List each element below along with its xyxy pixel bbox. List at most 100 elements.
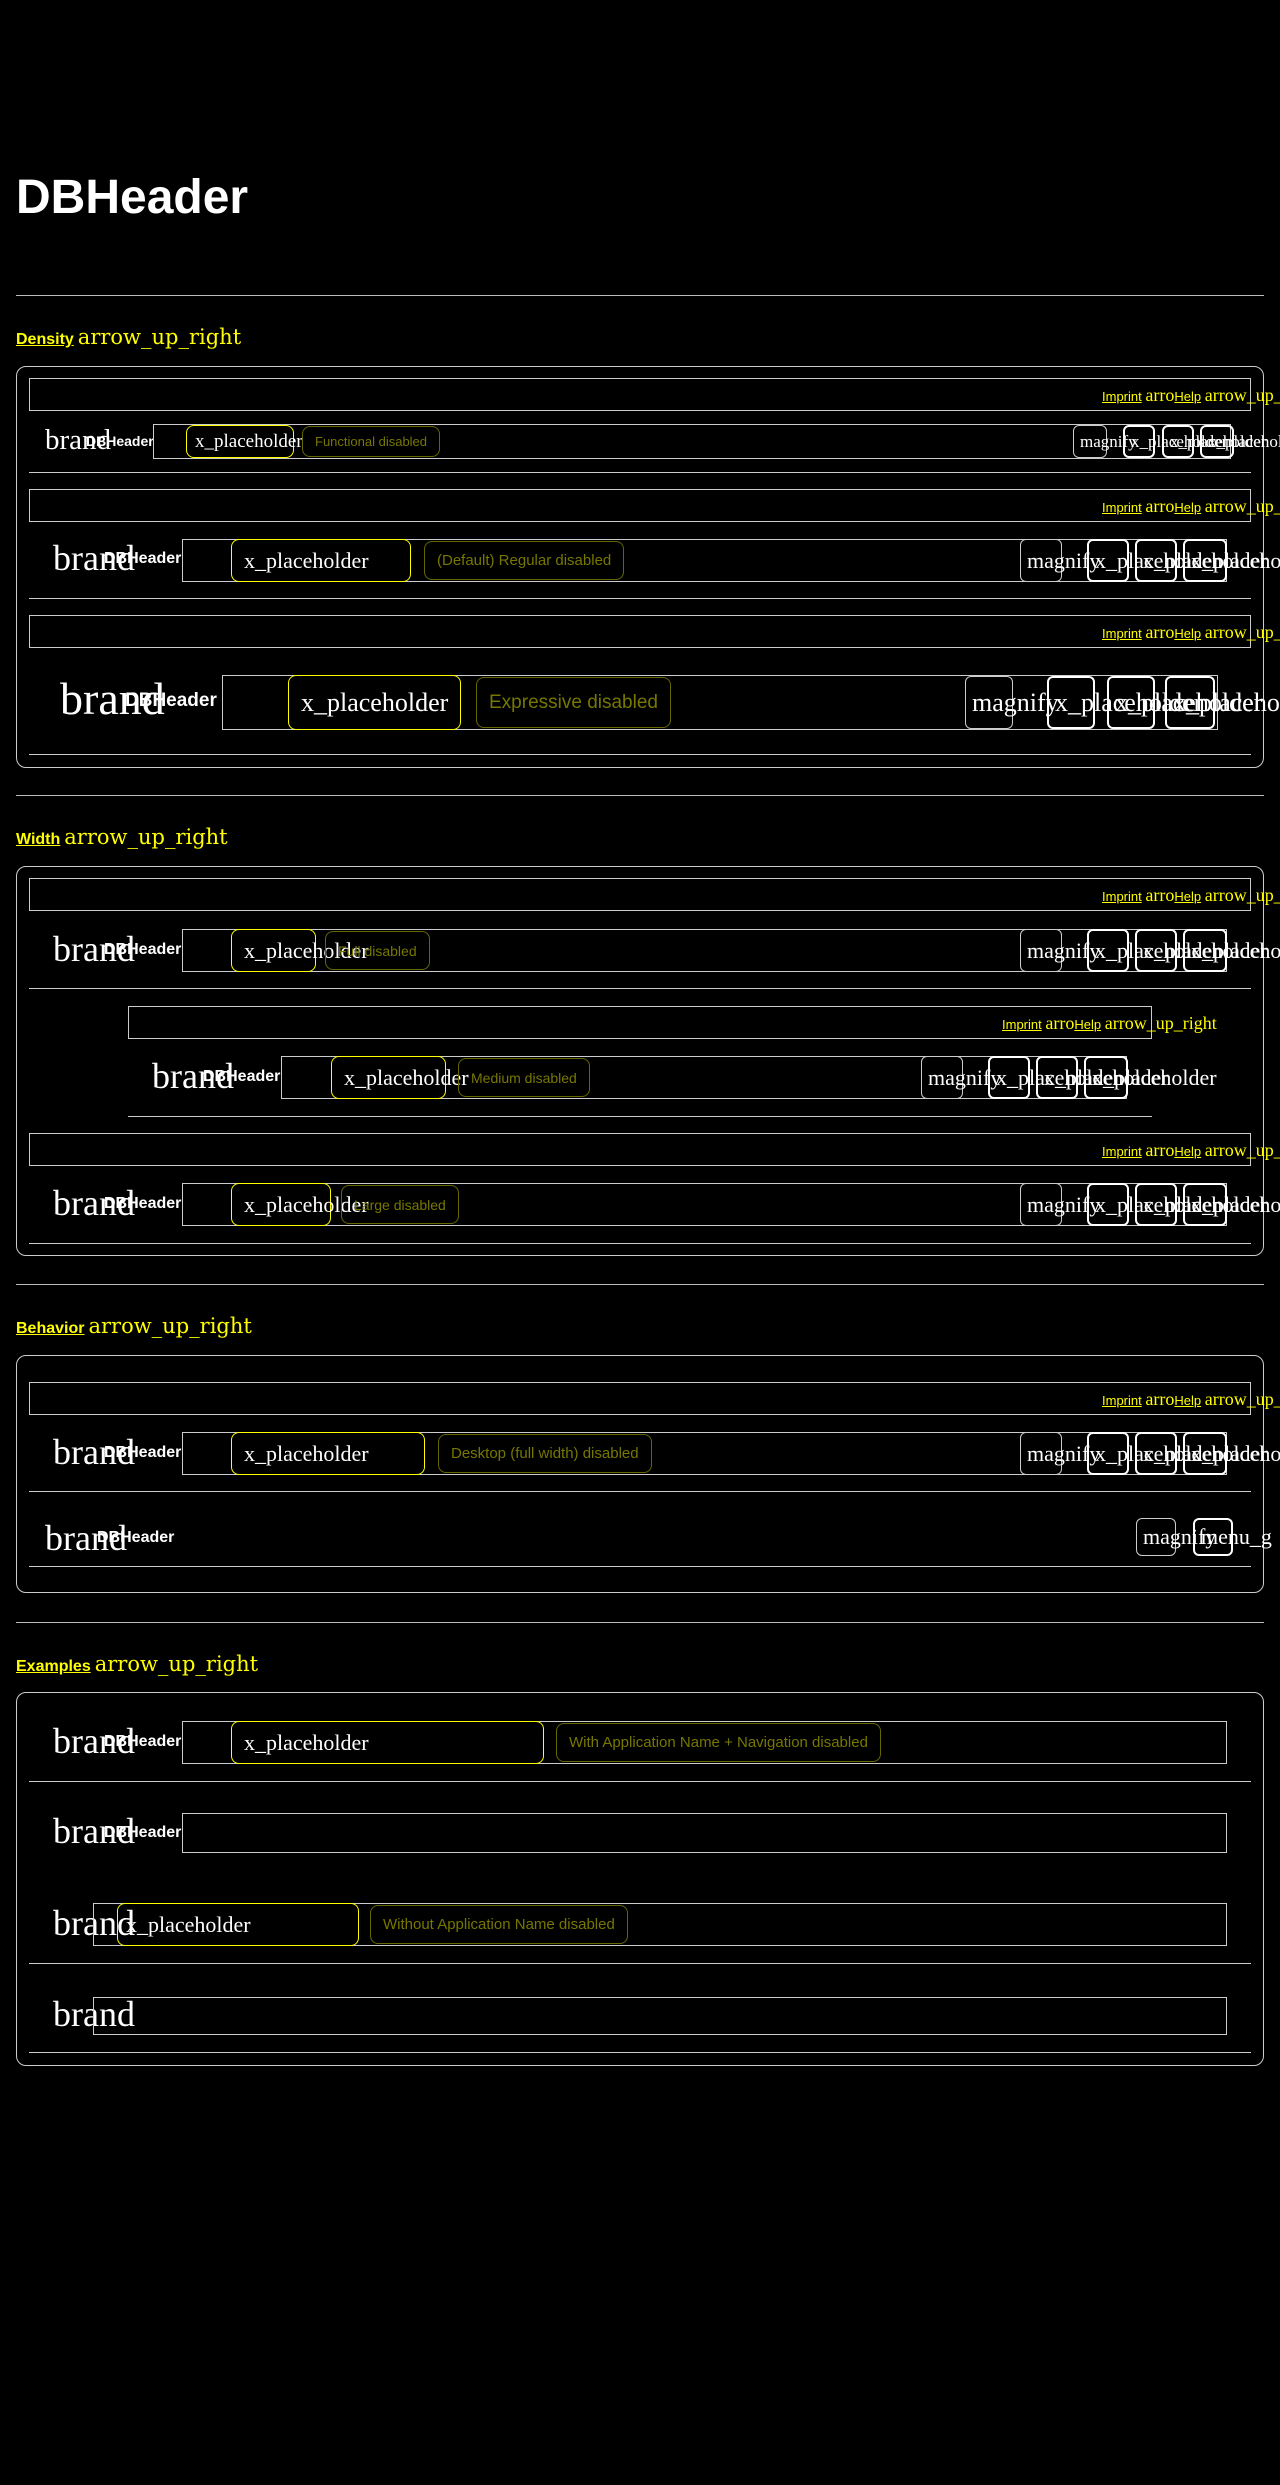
help-link[interactable]: Help [1174, 1393, 1202, 1408]
help-link[interactable]: Help [1174, 889, 1202, 904]
help-link[interactable]: Help [1174, 626, 1202, 641]
placeholder-icon-button[interactable]: x_placeholder [1087, 1432, 1220, 1475]
brand-logo[interactable]: brand [53, 1721, 135, 1761]
meta-navigation-bar [29, 1382, 1251, 1415]
placeholder-icon: x_placeholder [244, 547, 369, 573]
search-icon[interactable]: magnify [1073, 425, 1137, 458]
search-icon[interactable]: magnify [1020, 539, 1100, 582]
brand-logo[interactable]: brand [53, 538, 135, 578]
header-separator [29, 1963, 1251, 1964]
search-icon[interactable]: magnify [1020, 1432, 1100, 1475]
search-icon[interactable]: magnify [1020, 929, 1100, 972]
header-separator [29, 1243, 1251, 1244]
nav-item-disabled: Expressive disabled [476, 677, 671, 728]
header-separator [29, 1781, 1251, 1782]
placeholder-icon-button[interactable]: x_placeholder [1162, 425, 1266, 458]
arrow-up-right-icon: arrow_up_right [1104, 1013, 1217, 1033]
navigation-area [153, 424, 1231, 459]
placeholder-icon-button[interactable]: x_placeholder [1123, 425, 1227, 458]
nav-item-selected[interactable]: x_placeholder [231, 1432, 425, 1475]
density-link[interactable]: Density [16, 331, 74, 348]
placeholder-icon-button[interactable]: x_placeholder [1084, 1056, 1217, 1099]
search-icon[interactable]: magnify [1136, 1518, 1216, 1556]
search-icon[interactable]: magnify [1020, 1183, 1100, 1226]
arrow-up-right-icon: arro [1145, 1140, 1175, 1160]
imprint-link[interactable]: Imprint [1102, 389, 1142, 404]
nav-item-selected[interactable]: x_placeholder [288, 675, 461, 730]
placeholder-icon-button[interactable]: x_placeholder [1135, 1183, 1268, 1226]
placeholder-icon-button[interactable]: x_placeholder [1135, 539, 1268, 582]
nav-item-selected[interactable]: x_placeholder [331, 1056, 469, 1099]
search-icon[interactable]: magnify [965, 676, 1059, 729]
behavior-panel [16, 1355, 1264, 1593]
divider [16, 1622, 1264, 1623]
placeholder-icon-button[interactable]: x_placeholder [1135, 929, 1268, 972]
nav-item-disabled: Full disabled [325, 931, 430, 970]
placeholder-icon-button[interactable]: x_placeholder [1036, 1056, 1169, 1099]
imprint-link[interactable]: Imprint [1102, 1144, 1142, 1159]
imprint-link[interactable]: Imprint [1102, 1393, 1142, 1408]
header-label: DBHeader [104, 1733, 182, 1750]
placeholder-icon-button[interactable]: x_placeholder [1183, 929, 1280, 972]
help-link[interactable]: Help [1074, 1017, 1102, 1032]
meta-navigation-bar [29, 615, 1251, 648]
placeholder-icon-button[interactable]: x_placeholder [1087, 539, 1220, 582]
density-panel [16, 366, 1264, 768]
header-separator [29, 598, 1251, 599]
brand-logo[interactable]: brand [53, 1432, 135, 1472]
search-icon[interactable]: magnify [921, 1056, 1001, 1099]
placeholder-icon-button[interactable]: x_placeholder [1087, 1183, 1220, 1226]
imprint-link[interactable]: Imprint [1002, 1017, 1042, 1032]
page-title: DBHeader [16, 171, 249, 224]
help-link[interactable]: Help [1174, 1144, 1202, 1159]
arrow-up-right-icon: arrow_up_right [88, 1314, 252, 1338]
nav-item-selected[interactable]: x_placeholder [231, 1183, 369, 1226]
meta-links: Imprint arroHelp arrow_up_right [1002, 1013, 1217, 1034]
help-link[interactable]: Help [1174, 389, 1202, 404]
placeholder-icon: x_placeholder [244, 937, 369, 963]
behavior-link[interactable]: Behavior [16, 1320, 85, 1337]
nav-item-selected[interactable]: x_placeholder [231, 539, 411, 582]
arrow-up-right-icon: arro [1145, 385, 1175, 405]
brand-logo[interactable]: brand [53, 1811, 135, 1851]
imprint-link[interactable]: Imprint [1102, 500, 1142, 515]
nav-item-selected[interactable]: x_placeholder [231, 929, 369, 972]
brand-logo[interactable]: brand [60, 673, 165, 724]
nav-item-selected[interactable]: x_placeholder [231, 1721, 544, 1764]
imprint-link[interactable]: Imprint [1102, 889, 1142, 904]
placeholder-icon-button[interactable]: x_placeholder [1047, 676, 1202, 729]
brand-logo[interactable]: brand [45, 1518, 127, 1558]
placeholder-icon-button[interactable]: x_placeholder [1135, 1432, 1268, 1475]
width-link[interactable]: Width [16, 831, 61, 848]
width-panel [16, 866, 1264, 1256]
placeholder-icon-button[interactable]: x_placeholder [988, 1056, 1121, 1099]
brand-logo[interactable]: brand [152, 1056, 234, 1096]
arrow-up-right-icon: arrow_up_right [64, 825, 228, 849]
examples-link[interactable]: Examples [16, 1658, 91, 1675]
nav-item-disabled: With Application Name + Navigation disab… [556, 1723, 881, 1762]
meta-links: Imprint arroHelp arrow_up_right [1102, 622, 1280, 643]
navigation-area [93, 1997, 1227, 2035]
placeholder-icon: x_placeholder [344, 1064, 469, 1090]
placeholder-icon-button[interactable]: x_placeholder [1107, 676, 1262, 729]
nav-item-selected[interactable]: x_placeholder [117, 1903, 359, 1946]
nav-item-selected[interactable]: x_placeholder [186, 425, 303, 458]
imprint-link[interactable]: Imprint [1102, 626, 1142, 641]
help-link[interactable]: Help [1174, 500, 1202, 515]
divider [16, 1284, 1264, 1285]
placeholder-icon-button[interactable]: x_placeholder [1087, 929, 1220, 972]
header-label: DBHeader [203, 1068, 281, 1085]
brand-logo[interactable]: brand [53, 929, 135, 969]
placeholder-icon-button[interactable]: x_placeholder [1183, 1432, 1280, 1475]
placeholder-icon-button[interactable]: x_placeholder [1165, 676, 1280, 729]
brand-logo[interactable]: brand [53, 1183, 135, 1223]
menu-icon[interactable]: menu_g [1193, 1518, 1272, 1556]
header-separator [29, 988, 1251, 989]
placeholder-icon-button[interactable]: x_placeholder [1200, 425, 1280, 458]
placeholder-icon-button[interactable]: x_placeholder [1183, 1183, 1280, 1226]
placeholder-icon-button[interactable]: x_placeholder [1183, 539, 1280, 582]
brand-logo[interactable]: brand [45, 424, 112, 456]
